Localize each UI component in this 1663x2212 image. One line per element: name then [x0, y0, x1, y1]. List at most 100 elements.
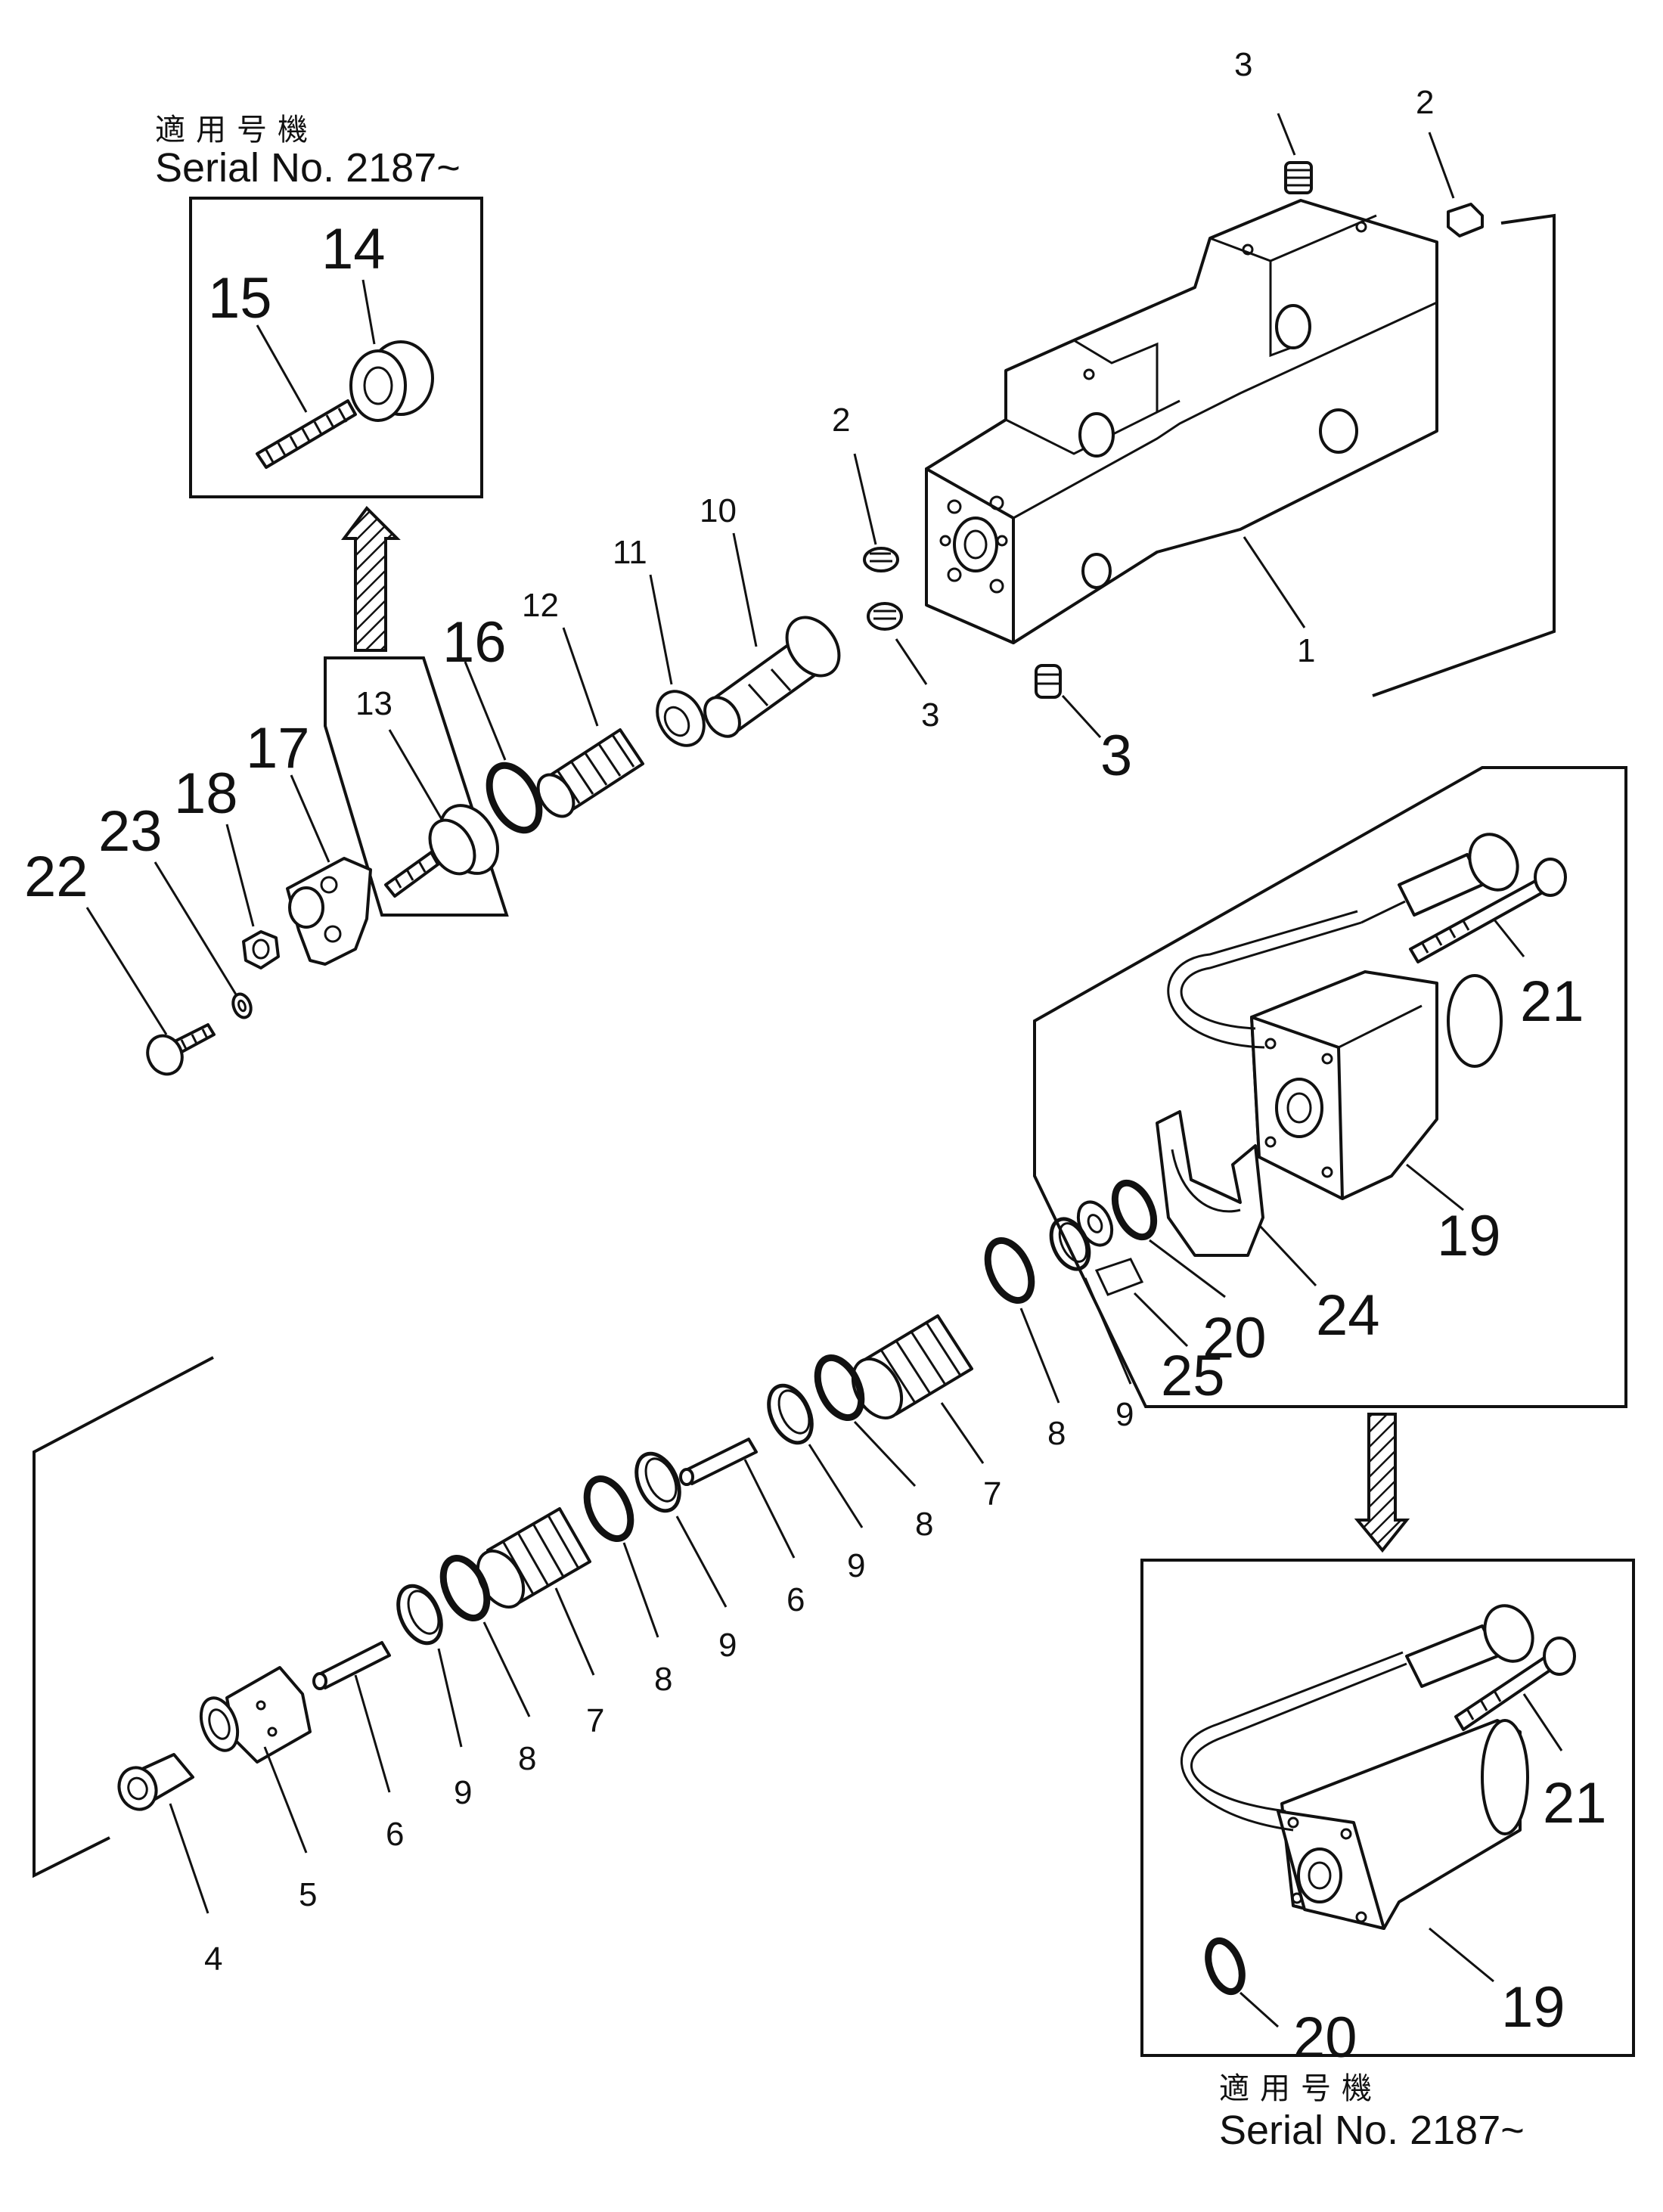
leader-8a	[482, 1621, 531, 1717]
leader-8c	[853, 1420, 917, 1488]
leader-23	[154, 861, 237, 995]
leader-13	[388, 729, 444, 821]
part-25-shim	[1076, 1200, 1144, 1296]
part-9-backup-ring-c	[767, 1383, 814, 1445]
leader-18	[225, 824, 255, 927]
label-15: 15	[208, 266, 272, 330]
label-23: 23	[98, 799, 163, 864]
label-14: 14	[321, 217, 386, 281]
label-12: 12	[522, 587, 559, 624]
leader-17	[290, 774, 330, 863]
label-25: 25	[1161, 1344, 1225, 1408]
leader-22	[85, 907, 168, 1035]
leader-6a	[354, 1674, 391, 1793]
part-2-plug-mid	[863, 547, 899, 572]
label-7a: 7	[586, 1702, 604, 1739]
lower-boundary-line	[33, 1356, 214, 1878]
label-18: 18	[174, 762, 238, 826]
serial-note-top: 適用号機 Serial No. 2187~	[155, 113, 461, 191]
part-11-seat	[656, 690, 706, 747]
part-15-spring	[256, 399, 357, 469]
part-4-plug	[117, 1753, 194, 1811]
leader-14	[361, 279, 376, 345]
label-4: 4	[204, 1941, 222, 1978]
label-2-top: 2	[1416, 84, 1434, 121]
inset-bottom-frame	[1140, 1559, 1635, 2057]
label-8a: 8	[518, 1740, 536, 1777]
leader-12	[562, 627, 599, 727]
part-8-o-ring-d	[984, 1236, 1035, 1305]
leader-9d	[1084, 1277, 1132, 1385]
part-17-retainer-plate	[286, 857, 372, 966]
part-8-o-ring-c	[814, 1354, 865, 1422]
leader-21a	[1492, 918, 1525, 957]
part-1-valve-body	[925, 199, 1438, 644]
part-24-gasket	[1156, 1110, 1264, 1257]
leader-9a	[437, 1648, 463, 1748]
label-16: 16	[442, 610, 507, 675]
serial-note-bottom: 適用号機 Serial No. 2187~	[1219, 2071, 1525, 2153]
part-6-pin-b	[679, 1438, 758, 1486]
part-7-spool-b	[851, 1314, 973, 1419]
leader-8b	[622, 1542, 659, 1638]
leader-2-top	[1428, 132, 1455, 199]
leader-8d	[1019, 1308, 1060, 1404]
leader-10	[732, 532, 758, 647]
label-11: 11	[613, 534, 647, 571]
inset-top-frame	[189, 197, 483, 498]
part-10-spool	[703, 616, 841, 738]
inset-13-bracket	[324, 656, 509, 917]
arrow-down-to-bottom-inset	[1354, 1413, 1410, 1553]
leader-16	[464, 661, 507, 761]
label-3-bottom: 3	[1100, 724, 1132, 788]
label-9b: 9	[718, 1627, 737, 1664]
leader-11	[649, 574, 673, 685]
label-21b: 21	[1543, 1771, 1607, 1835]
leader-15	[256, 324, 308, 413]
label-10: 10	[700, 492, 737, 529]
leader-24	[1258, 1224, 1317, 1287]
leader-7a	[554, 1587, 595, 1676]
part-19-solenoid	[1167, 833, 1519, 1200]
part-3-plug-bottom	[1035, 664, 1062, 699]
leader-25	[1133, 1292, 1189, 1348]
label-19a: 19	[1437, 1204, 1501, 1268]
leader-3-bottom	[1061, 694, 1102, 739]
part-18-nut	[242, 930, 280, 969]
label-20b: 20	[1293, 2006, 1357, 2070]
part-9-backup-ring-d	[1049, 1217, 1091, 1271]
label-3-mid: 3	[921, 696, 939, 734]
part-2-plug-top	[1447, 203, 1484, 237]
leader-20a	[1149, 1239, 1226, 1298]
label-24: 24	[1316, 1283, 1380, 1348]
part-13-plunger	[384, 804, 499, 898]
part-19-solenoid-b	[1180, 1604, 1534, 1930]
part-3-plug-top	[1284, 161, 1313, 194]
part-8-o-ring-a	[439, 1554, 491, 1622]
part-8-o-ring-b	[583, 1475, 634, 1543]
label-9d: 9	[1115, 1396, 1134, 1433]
part-20-o-ring-b	[1205, 1937, 1246, 1996]
leader-1	[1243, 536, 1306, 628]
part-5-sleeve	[199, 1666, 312, 1764]
part-14-cap	[349, 340, 434, 422]
leader-19a	[1406, 1163, 1464, 1211]
label-1: 1	[1297, 632, 1315, 669]
label-8d: 8	[1047, 1415, 1066, 1452]
label-2-mid: 2	[832, 402, 850, 439]
part-3-plug-mid	[867, 602, 903, 631]
part-9-backup-ring-b	[634, 1451, 681, 1513]
part-23-washer	[231, 992, 253, 1019]
label-6a: 6	[386, 1816, 404, 1853]
label-22: 22	[24, 845, 88, 909]
leader-9b	[675, 1516, 728, 1608]
serial-note-top-serial: Serial No. 2187~	[155, 145, 461, 191]
serial-note-top-japanese: 適用号機	[155, 113, 318, 147]
leader-21b	[1522, 1693, 1563, 1751]
solenoid-inset-frame	[1033, 766, 1627, 1408]
part-21-bolt-b	[1454, 1637, 1576, 1731]
part-22-bolt	[146, 1023, 216, 1076]
arrow-up-to-top-inset	[341, 505, 401, 652]
label-20a: 20	[1202, 1306, 1267, 1370]
